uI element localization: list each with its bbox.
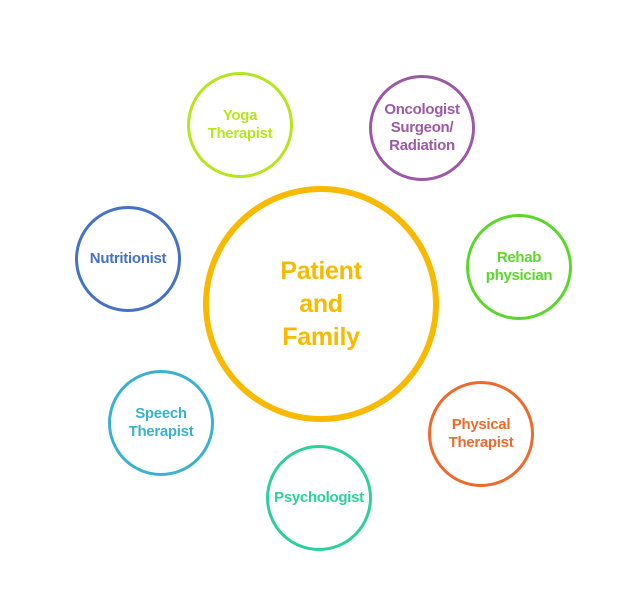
node-oncologist: Oncologist Surgeon/ Radiation	[369, 75, 475, 181]
node-label: Physical Therapist	[448, 416, 514, 451]
node-rehab-physician: Rehab physician	[466, 214, 572, 320]
node-label: Psychologist	[274, 489, 364, 506]
node-label: Nutritionist	[89, 250, 167, 267]
node-speech-therapist: Speech Therapist	[108, 370, 214, 476]
node-label: Rehab physician	[485, 249, 553, 284]
node-label: Yoga Therapist	[207, 107, 273, 142]
center-circle: Patient and Family	[203, 186, 439, 422]
node-nutritionist: Nutritionist	[75, 206, 181, 312]
node-label: Oncologist Surgeon/ Radiation	[384, 101, 460, 154]
node-label: Speech Therapist	[128, 405, 194, 440]
center-label: Patient and Family	[280, 256, 362, 351]
node-yoga-therapist: Yoga Therapist	[187, 72, 293, 178]
node-psychologist: Psychologist	[266, 445, 372, 551]
node-physical-therapist: Physical Therapist	[428, 381, 534, 487]
